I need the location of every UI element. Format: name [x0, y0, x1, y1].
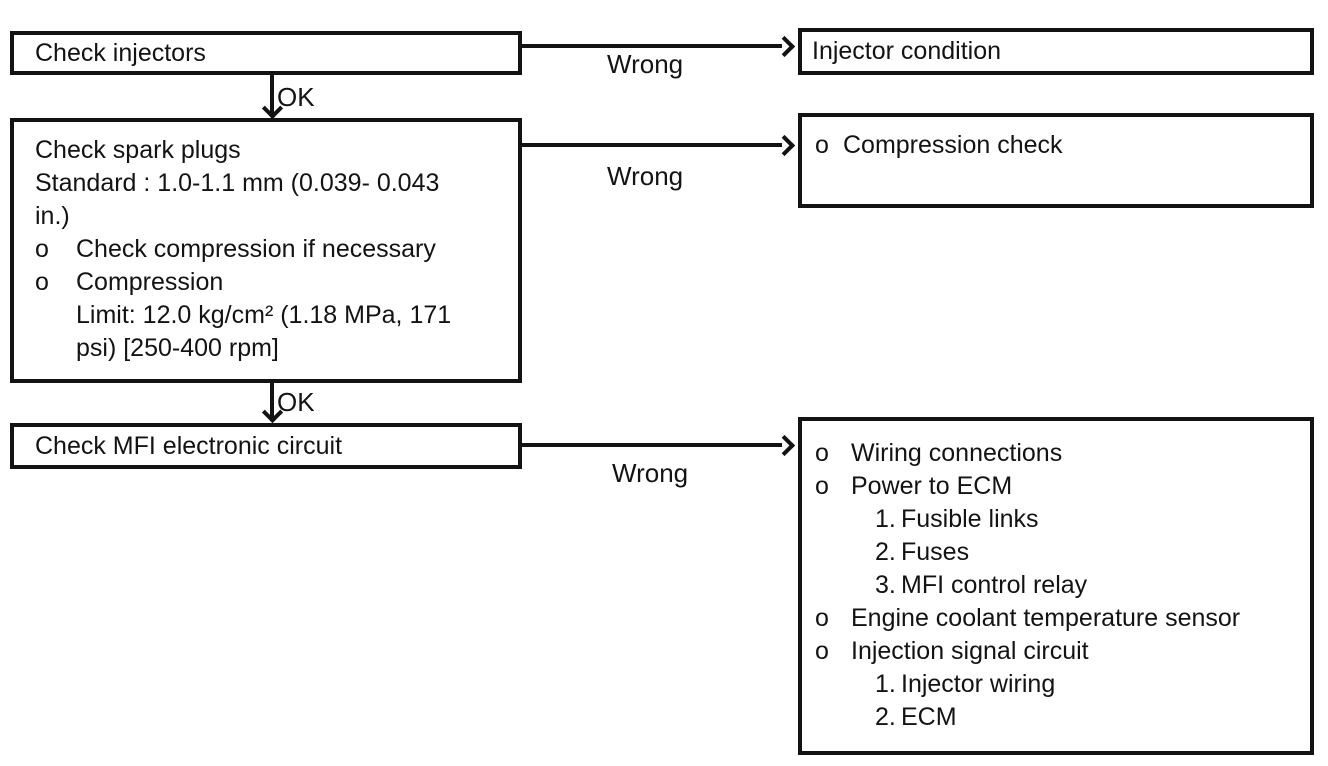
bullet-icon: o	[815, 439, 829, 467]
number-marker: 3.	[875, 571, 896, 599]
spark-standard-cont: in.)	[35, 202, 70, 230]
number-marker: 2.	[875, 538, 896, 566]
node-compression-check: o Compression check	[798, 113, 1314, 208]
spark-bullet-2-cont-2: psi) [250-400 rpm]	[76, 332, 510, 365]
spark-bullet-2: o Compression	[35, 266, 510, 299]
list-item: 2. Fuses	[875, 536, 1304, 569]
connector-wrong-1-line	[522, 44, 782, 48]
edge-label-ok-2: OK	[277, 387, 315, 417]
connector-wrong-2-line	[522, 143, 782, 147]
node-check-injectors: Check injectors	[10, 31, 522, 75]
connector-wrong-3-line	[522, 443, 782, 447]
spark-line-1: Check spark plugs	[35, 134, 510, 167]
number-marker: 2.	[875, 703, 896, 731]
compression-check-item: o Compression check	[815, 129, 1302, 162]
spark-bullet-1-text: Check compression if necessary	[76, 235, 436, 263]
list-item-text: Wiring connections	[851, 439, 1063, 467]
spark-bullet-2-text: Compression	[76, 268, 224, 296]
list-item-text: Fuses	[901, 538, 970, 566]
spark-title: Check spark plugs	[35, 136, 241, 164]
number-marker: 1.	[875, 505, 896, 533]
connector-ok-1-line	[270, 75, 274, 115]
node-check-injectors-label: Check injectors	[35, 38, 206, 67]
list-item: 1. Fusible links	[875, 503, 1304, 536]
edge-label-wrong-2: Wrong	[607, 161, 684, 191]
list-item: o Power to ECM	[815, 470, 1304, 503]
spark-standard: Standard : 1.0-1.1 mm (0.039- 0.043	[35, 169, 440, 197]
bullet-icon: o	[815, 637, 829, 665]
list-item-text: MFI control relay	[901, 571, 1088, 599]
list-item: 2. ECM	[875, 701, 1304, 734]
list-item: o Engine coolant temperature sensor	[815, 602, 1304, 635]
list-item-text: ECM	[901, 703, 957, 731]
list-item-text: Injection signal circuit	[851, 637, 1089, 665]
edge-label-wrong-3: Wrong	[612, 458, 689, 488]
node-check-spark-plugs: Check spark plugs Standard : 1.0-1.1 mm …	[10, 118, 522, 383]
list-item: o Injection signal circuit	[815, 635, 1304, 668]
bullet-icon: o	[35, 235, 49, 263]
spark-line-3: in.)	[35, 200, 510, 233]
list-item: o Wiring connections	[815, 437, 1304, 470]
node-mfi-results: o Wiring connections o Power to ECM 1. F…	[798, 417, 1314, 755]
list-item-text: Power to ECM	[851, 472, 1013, 500]
bullet-icon: o	[815, 604, 829, 632]
bullet-icon: o	[815, 472, 829, 500]
list-item-text: Engine coolant temperature sensor	[851, 604, 1241, 632]
connector-ok-2-line	[270, 383, 274, 421]
spark-bullet-2-cont-1: Limit: 12.0 kg/cm² (1.18 MPa, 171	[76, 299, 510, 332]
spark-limit-text-cont: psi) [250-400 rpm]	[76, 334, 279, 362]
list-item-text: Fusible links	[901, 505, 1039, 533]
edge-label-ok-1: OK	[277, 82, 315, 112]
number-marker: 1.	[875, 670, 896, 698]
edge-label-wrong-1: Wrong	[607, 49, 684, 79]
list-item: 1. Injector wiring	[875, 668, 1304, 701]
bullet-icon: o	[35, 268, 49, 296]
bullet-icon: o	[815, 131, 829, 159]
arrowhead-right-icon	[773, 134, 796, 157]
node-injector-condition-label: Injector condition	[812, 37, 1002, 65]
spark-limit-text: Limit: 12.0 kg/cm² (1.18 MPa, 171	[76, 301, 452, 329]
list-item-text: Injector wiring	[901, 670, 1056, 698]
spark-line-2: Standard : 1.0-1.1 mm (0.039- 0.043	[35, 167, 510, 200]
node-check-mfi-circuit: Check MFI electronic circuit	[10, 423, 522, 469]
compression-check-text: Compression check	[843, 131, 1063, 159]
node-injector-condition: Injector condition	[798, 28, 1314, 75]
node-check-mfi-circuit-label: Check MFI electronic circuit	[35, 431, 343, 460]
arrowhead-right-icon	[773, 35, 796, 58]
list-item: 3. MFI control relay	[875, 569, 1304, 602]
arrowhead-right-icon	[773, 434, 796, 457]
spark-bullet-1: o Check compression if necessary	[35, 233, 510, 266]
